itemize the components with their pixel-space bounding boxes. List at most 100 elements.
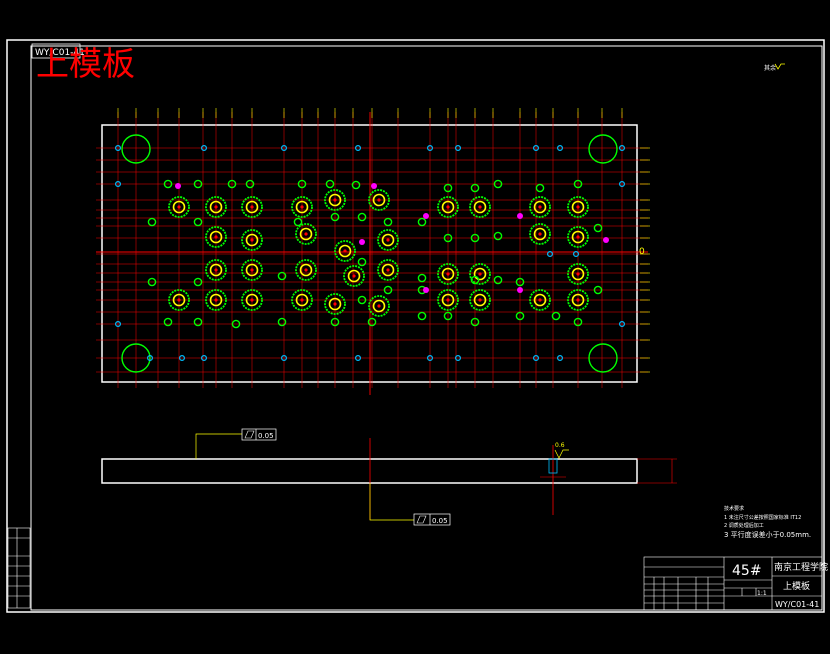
title-block-lines [643,556,823,611]
bolt-hole [372,193,386,207]
bolt-hole [209,293,223,307]
bolt-counterbore [469,196,491,218]
code-tag: WY/C01-41 [35,48,85,58]
flatness-icon-2 [416,515,427,524]
edge-hole [281,355,288,362]
bolt-center [386,238,390,242]
bolt-center [214,235,218,239]
small-hole [573,317,583,327]
small-hole [383,217,393,227]
bolt-hole [571,267,585,281]
plan-view: 0 [96,108,650,395]
small-hole [470,275,480,285]
pin-hole [423,287,429,293]
title-block-box [643,556,823,611]
bolt-center [576,272,580,276]
bolt-center [250,205,254,209]
scale: 1:1 [757,590,767,597]
small-hole [493,179,503,189]
small-hole [493,231,503,241]
note-item: 3 平行度误差小于0.05mm. [724,530,811,539]
revision-strip [7,527,31,609]
edge-hole [618,321,625,328]
plate-outline [101,124,638,383]
edge-hole [618,145,625,152]
flatness-bottom-value: 0.05 [432,517,448,525]
small-hole [443,233,453,243]
bolt-counterbore [437,196,459,218]
bolt-hole [299,227,313,241]
edge-hole [532,355,539,362]
guide-hole [588,343,618,373]
small-hole [593,285,603,295]
guide-hole [588,134,618,164]
bolt-hole [381,233,395,247]
bolt-counterbore [334,240,356,262]
small-hole [470,183,480,193]
small-hole [515,311,525,321]
small-hole [367,317,377,327]
small-hole [227,179,237,189]
roughness-value: 0.6 [555,442,565,449]
bolt-counterbore [567,196,589,218]
title-block: 45# 南京工程学院 上模板 1:1 WY/C01-41 [643,556,828,611]
bolt-counterbore [241,289,263,311]
bolt-center [446,298,450,302]
edge-hole [114,321,121,328]
bolt-center [250,238,254,242]
bolt-center [478,205,482,209]
bolt-hole [441,200,455,214]
bolt-center [333,302,337,306]
drawing-title: 上模板 [36,44,135,83]
school-name: 南京工程学院 [774,561,828,573]
roughness-note: 其余 [764,64,776,72]
small-hole [330,317,340,327]
bolt-counterbore [567,226,589,248]
edge-hole [114,145,121,152]
flatness-frame-top [241,428,277,441]
bolt-counterbore [205,226,227,248]
small-hole [470,317,480,327]
bolt-hole [441,267,455,281]
bolt-counterbore [241,259,263,281]
small-hole [325,179,335,189]
bolt-hole [533,227,547,241]
edge-hole [455,145,462,152]
small-hole [551,311,561,321]
bolt-hole [372,299,386,313]
bolt-center [177,205,181,209]
edge-hole [355,355,362,362]
flatness-top-value: 0.05 [258,432,274,440]
edge-hole [114,181,121,188]
bolt-hole [328,193,342,207]
bolt-center [214,268,218,272]
edge-hole [427,355,434,362]
bolt-counterbore [168,289,190,311]
bolt-center [214,205,218,209]
bolt-center [478,298,482,302]
small-hole [470,233,480,243]
bolt-counterbore [377,229,399,251]
small-hole [573,179,583,189]
bolt-center [304,232,308,236]
bolt-counterbore [368,295,390,317]
small-hole [383,285,393,295]
edge-hole [546,251,553,258]
bolt-counterbore [343,265,365,287]
bolt-hole [172,293,186,307]
edge-hole [427,145,434,152]
bolt-hole [473,267,487,281]
guide-hole [121,343,151,373]
bolt-counterbore [324,189,346,211]
flatness-frame-bottom [413,513,451,526]
roughness-symbol-icon [774,63,785,70]
edge-hole [201,355,208,362]
bolt-counterbore [529,223,551,245]
edge-hole [572,251,579,258]
flatness-icon [244,430,255,439]
bolt-center [576,235,580,239]
bolt-center [214,298,218,302]
edge-hole [556,355,563,362]
bolt-counterbore [205,196,227,218]
